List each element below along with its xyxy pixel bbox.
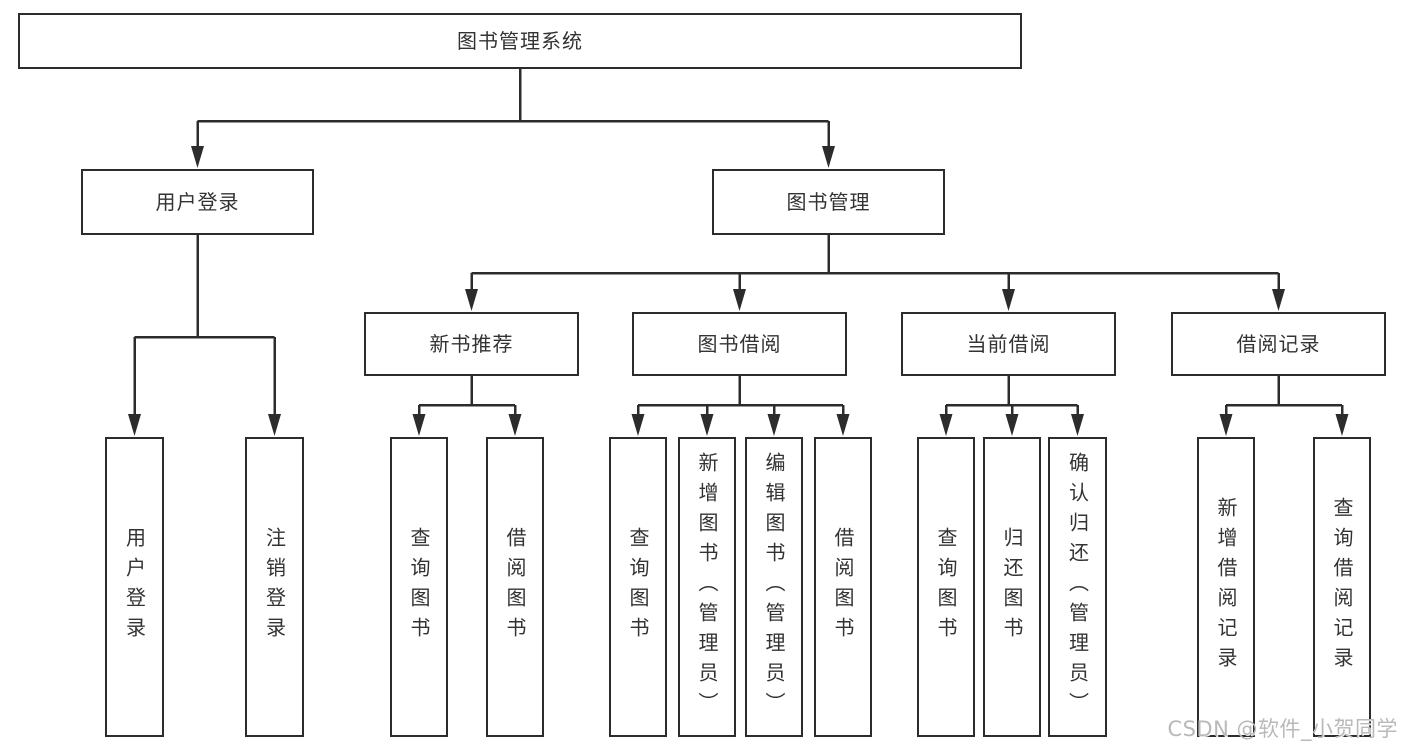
node-borrowing-records: 借阅记录 [1171, 312, 1386, 376]
node-add-borrow-record: 新增借阅记录 [1197, 437, 1255, 737]
node-borrow-books-leaf: 借阅图书 [814, 437, 872, 737]
node-borrow-books-recommend: 借阅图书 [486, 437, 544, 737]
node-query-books-borrowing: 查询图书 [609, 437, 667, 737]
node-book-borrowing: 图书借阅 [632, 312, 847, 376]
node-label: 新增图书（管理员） [695, 452, 719, 722]
node-label: 用户登录 [122, 527, 147, 647]
node-book-management: 图书管理 [712, 169, 945, 235]
node-label: 借阅图书 [503, 527, 527, 647]
node-label: 查询图书 [626, 527, 650, 647]
node-label: 图书管理 [786, 190, 871, 214]
node-confirm-return-admin: 确认归还（管理员） [1048, 437, 1107, 737]
node-library-system: 图书管理系统 [18, 13, 1022, 69]
node-user-login: 用户登录 [81, 169, 314, 235]
node-label: 查询图书 [407, 527, 431, 647]
node-query-books-current: 查询图书 [917, 437, 975, 737]
node-new-book-recommend: 新书推荐 [364, 312, 579, 376]
node-label: 当前借阅 [966, 332, 1051, 356]
node-query-books-recommend: 查询图书 [390, 437, 448, 737]
node-add-book-admin: 新增图书（管理员） [678, 437, 736, 737]
node-label: 借阅记录 [1236, 332, 1321, 356]
node-edit-book-admin: 编辑图书（管理员） [745, 437, 803, 737]
node-label: 归还图书 [1000, 527, 1024, 647]
node-label: 新书推荐 [429, 332, 514, 356]
node-label: 用户登录 [155, 190, 240, 214]
node-label: 编辑图书（管理员） [762, 452, 786, 722]
node-return-book: 归还图书 [983, 437, 1041, 737]
node-label: 借阅图书 [831, 527, 855, 647]
node-label: 查询借阅记录 [1330, 497, 1354, 677]
node-label: 注销登录 [262, 527, 287, 647]
node-label: 查询图书 [934, 527, 958, 647]
node-label: 确认归还（管理员） [1065, 452, 1090, 722]
node-label: 新增借阅记录 [1214, 497, 1238, 677]
node-label: 图书借阅 [697, 332, 782, 356]
node-query-borrow-record: 查询借阅记录 [1313, 437, 1371, 737]
node-label: 图书管理系统 [457, 29, 583, 53]
node-logout: 注销登录 [245, 437, 304, 737]
node-current-borrowing: 当前借阅 [901, 312, 1116, 376]
node-user-login-leaf: 用户登录 [105, 437, 164, 737]
